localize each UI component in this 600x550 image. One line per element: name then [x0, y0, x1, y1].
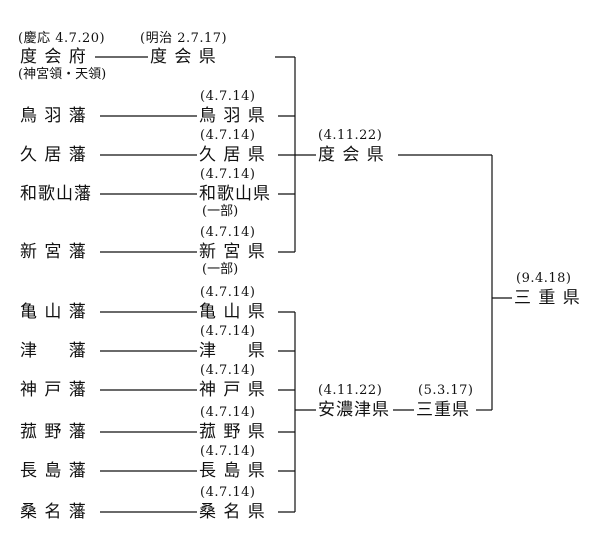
- han-label: 桑 名 藩: [20, 502, 87, 522]
- ken-label: 和歌山県: [199, 184, 271, 204]
- note-label: (神宮領・天領): [18, 67, 107, 82]
- date-label: (4.11.22): [318, 383, 383, 398]
- date-label: (4.7.14): [200, 444, 256, 459]
- anotsu-ken-label: 安濃津県: [318, 400, 390, 420]
- mie-ken-early-label: 三重県: [416, 400, 470, 420]
- ken-label: 菰 野 県: [199, 422, 266, 442]
- ken-label: 鳥 羽 県: [199, 106, 266, 126]
- ken-label: 亀 山 県: [199, 302, 266, 322]
- date-label: (4.7.14): [200, 285, 256, 300]
- han-label: 津 藩: [20, 341, 87, 361]
- han-label: 長 島 藩: [20, 461, 87, 481]
- ken-label: 桑 名 県: [199, 502, 266, 522]
- ken-label: 長 島 県: [199, 461, 266, 481]
- han-label: 新 宮 藩: [20, 242, 87, 262]
- date-label: (4.7.14): [200, 225, 256, 240]
- han-label: 神 戸 藩: [20, 380, 87, 400]
- han-label: 久 居 藩: [20, 145, 87, 165]
- date-label: (4.7.14): [200, 485, 256, 500]
- han-label: 和歌山藩: [20, 184, 92, 204]
- date-label: (4.7.14): [200, 363, 256, 378]
- han-label: 菰 野 藩: [20, 422, 87, 442]
- date-label: (5.3.17): [418, 383, 474, 398]
- date-label: (慶応 4.7.20): [18, 31, 106, 46]
- note-label: (一部): [202, 204, 239, 219]
- watarai-ken-merged-label: 度 会 県: [318, 145, 385, 165]
- han-label: 亀 山 藩: [20, 302, 87, 322]
- watarai-ken-label: 度 会 県: [150, 47, 217, 67]
- date-label: (9.4.18): [516, 271, 572, 286]
- date-label: (4.11.22): [318, 128, 383, 143]
- date-label: (明治 2.7.17): [140, 31, 228, 46]
- ken-label: 久 居 県: [199, 145, 266, 165]
- ken-label: 神 戸 県: [199, 380, 266, 400]
- mie-ken-final-label: 三 重 県: [514, 288, 581, 308]
- date-label: (4.7.14): [200, 324, 256, 339]
- date-label: (4.7.14): [200, 167, 256, 182]
- watarai-fu-label: 度 会 府: [20, 47, 87, 67]
- date-label: (4.7.14): [200, 128, 256, 143]
- note-label: (一部): [202, 262, 239, 277]
- date-label: (4.7.14): [200, 405, 256, 420]
- ken-label: 新 宮 県: [199, 242, 266, 262]
- date-label: (4.7.14): [200, 89, 256, 104]
- ken-label: 津 県: [199, 341, 266, 361]
- han-label: 鳥 羽 藩: [20, 106, 87, 126]
